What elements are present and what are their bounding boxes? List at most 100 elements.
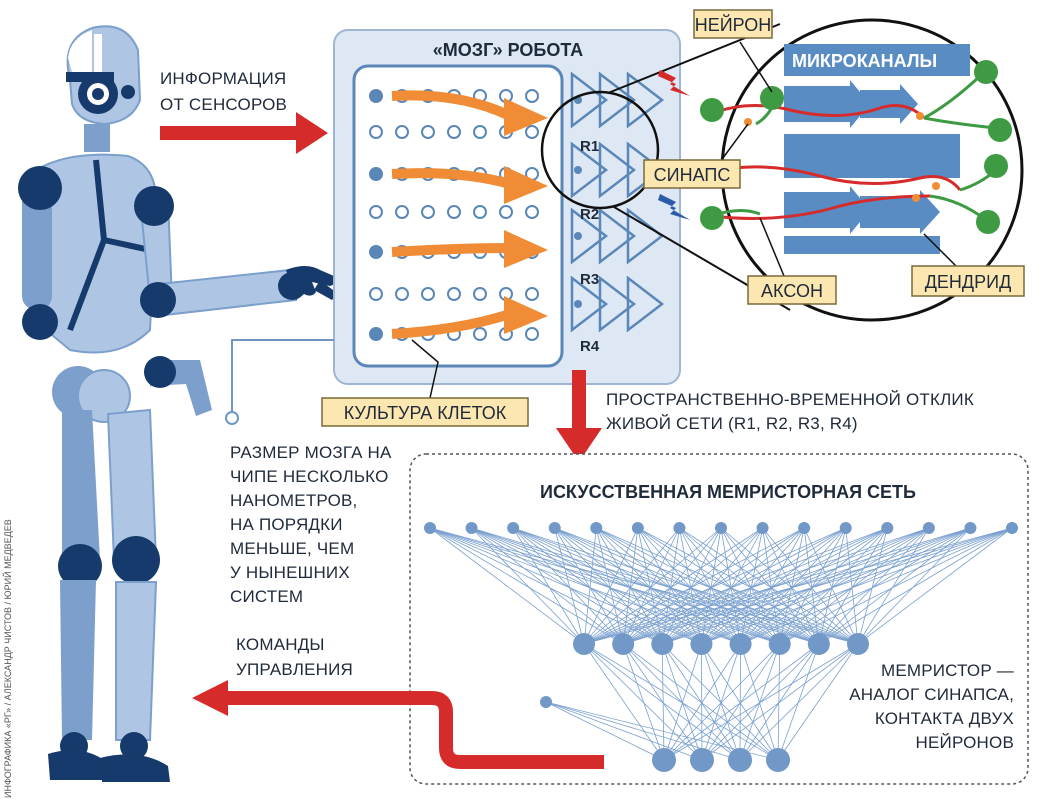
memristor-connection — [779, 527, 930, 645]
network-node — [651, 633, 674, 655]
memristor-connection — [583, 643, 741, 761]
sensor-input-arrow — [160, 112, 328, 154]
memristor-connection — [554, 527, 663, 645]
brain-size-note: РАЗМЕР МОЗГА НА ЧИПЕ НЕСКОЛЬКО НАНОМЕТРО… — [230, 443, 392, 606]
memristor-connection — [554, 527, 624, 645]
memristor-connection — [622, 527, 680, 645]
memristor-connection — [663, 643, 859, 761]
memristor-connection — [857, 527, 888, 645]
tag-synapse: СИНАПС — [643, 159, 741, 189]
svg-text:КОНТАКТА ДВУХ: КОНТАКТА ДВУХ — [875, 709, 1014, 728]
cell-dot — [421, 125, 435, 139]
network-node — [715, 522, 727, 534]
memristor-connection — [779, 527, 888, 645]
memristor-connection — [701, 527, 805, 645]
signal-arrow-head — [504, 166, 548, 204]
signal-arrow — [391, 90, 513, 121]
network-title: ИСКУССТВЕННАЯ МЕМРИСТОРНАЯ СЕТЬ — [540, 482, 916, 502]
memristor-connection — [429, 527, 624, 645]
response-label-r1: R1 — [580, 138, 599, 155]
cell-dot — [369, 205, 383, 219]
memristor-connection — [701, 527, 763, 645]
memristor-connection — [583, 527, 805, 645]
memristor-note: МЕМРИСТОР — АНАЛОГ СИНАПСА, КОНТАКТА ДВУ… — [849, 661, 1014, 752]
memristor-connection — [740, 527, 847, 645]
memristor-connection — [545, 701, 665, 761]
memristor-connection — [554, 527, 702, 645]
response-triangle — [598, 207, 637, 265]
memristor-connection — [701, 643, 741, 761]
commands-output-arrow — [192, 680, 604, 769]
network-node — [881, 522, 894, 534]
network-node — [839, 522, 852, 534]
signal-arrow-head — [504, 98, 548, 136]
memristor-connection — [512, 527, 585, 645]
cell-dot — [369, 245, 383, 259]
tag-dendrite: ДЕНДРИД — [911, 265, 1025, 297]
memristor-connection — [471, 527, 585, 645]
memristor-connection — [679, 527, 702, 645]
memristor-connection — [513, 527, 819, 645]
memristor-connection — [554, 527, 780, 645]
memristor-connection — [701, 527, 846, 645]
cell-dot — [421, 205, 435, 219]
memristor-connection — [779, 527, 847, 645]
svg-text:ЧИПЕ НЕСКОЛЬКО: ЧИПЕ НЕСКОЛЬКО — [230, 467, 389, 486]
microchannels-header — [784, 44, 970, 76]
memristor-connection — [622, 527, 639, 645]
svg-text:МЕМРИСТОР —: МЕМРИСТОР — — [881, 661, 1014, 680]
memristor-connection — [740, 527, 971, 645]
memristor-connection — [662, 527, 846, 645]
network-node — [690, 748, 714, 772]
magnifier-small-circle — [540, 90, 660, 210]
svg-text:АКСОН: АКСОН — [761, 281, 823, 301]
network-node — [766, 748, 790, 772]
memristor-connection — [739, 643, 781, 761]
svg-text:КУЛЬТУРА КЛЕТОК: КУЛЬТУРА КЛЕТОК — [344, 403, 507, 423]
memristor-connection — [661, 643, 665, 761]
memristor-connection — [623, 527, 1013, 645]
brain-title: «МОЗГ» РОБОТА — [433, 40, 583, 60]
memristor-connection — [583, 527, 722, 645]
memristor-connection — [637, 527, 859, 645]
commands-label-line2: УПРАВЛЕНИЯ — [236, 660, 353, 679]
memristor-connection — [762, 527, 781, 645]
memristor-connection — [583, 527, 888, 645]
network-node — [673, 522, 686, 534]
cell-dot — [473, 327, 487, 341]
memristor-connection — [857, 527, 971, 645]
network-node — [798, 522, 811, 534]
memristor-connection — [762, 527, 859, 645]
memristor-connection — [622, 527, 846, 645]
response-triangle — [626, 207, 665, 265]
memristor-connection — [739, 643, 741, 761]
svg-text:СИНАПС: СИНАПС — [654, 165, 731, 185]
memristor-connection — [720, 527, 781, 645]
cell-dot — [369, 167, 383, 181]
memristor-connection — [740, 527, 1013, 645]
memristor-connection — [661, 527, 680, 645]
lightning-bolt-icon — [658, 194, 690, 220]
cell-dot — [499, 205, 513, 219]
cell-dot — [525, 205, 539, 219]
memristor-connection — [803, 527, 820, 645]
memristor-connection — [779, 527, 1013, 645]
response-dot — [574, 232, 582, 240]
elbow-joint-icon — [22, 304, 58, 340]
memristor-connection — [596, 527, 780, 645]
memristor-connection — [554, 527, 585, 645]
cell-dot — [525, 327, 539, 341]
memristor-connection — [471, 527, 859, 645]
memristor-connection — [471, 527, 819, 645]
memristor-connection — [583, 527, 971, 645]
memristor-connection — [720, 527, 859, 645]
memristor-connection — [583, 527, 680, 645]
network-node — [728, 748, 752, 772]
robot-eye-icon — [121, 85, 135, 99]
memristor-connection — [512, 527, 780, 645]
memristor-connection — [429, 527, 585, 645]
svg-text:РАЗМЕР МОЗГА НА: РАЗМЕР МОЗГА НА — [230, 443, 392, 462]
memristor-connection — [679, 527, 820, 645]
memristor-connection — [661, 527, 722, 645]
memristor-connection — [818, 527, 1013, 645]
